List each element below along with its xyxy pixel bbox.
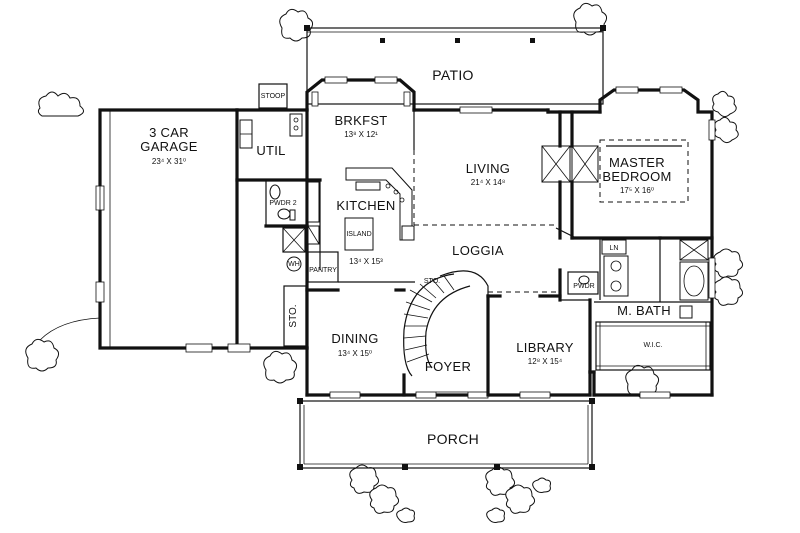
exterior-walls (235, 76, 716, 399)
master-bedroom: MASTER BEDROOM 17⁵ X 16⁰ (570, 139, 714, 240)
pantry-label: PANTRY (309, 267, 337, 274)
loggia-label: LOGGIA (452, 243, 504, 258)
garage-label-line2: GARAGE (140, 139, 197, 154)
side-storage: STO. (283, 285, 307, 347)
brkfst-label: BRKFST (334, 113, 387, 128)
ln-label: LN (610, 245, 619, 252)
patio: PATIO (304, 25, 606, 105)
island-label: ISLAND (346, 231, 371, 238)
powder-room-2: PWDR 2 (264, 180, 309, 228)
stoop-label: STOOP (261, 93, 286, 100)
garage-dimensions: 23⁴ X 31⁰ (152, 157, 186, 166)
living-dimensions: 21⁴ X 14⁸ (471, 178, 505, 187)
living-label: LIVING (466, 161, 510, 176)
breakfast-room: BRKFST 13⁸ X 12¹ (334, 110, 415, 150)
master-bath: LN M. BATH W.I.C. (594, 238, 712, 371)
dining-dimensions: 13⁴ X 15⁰ (338, 349, 372, 358)
kitchen-dimensions: 13⁴ X 15³ (349, 257, 383, 266)
library-label: LIBRARY (516, 340, 574, 355)
water-heater-closet: WH (282, 227, 306, 272)
pwdr-label: PWDR (573, 283, 594, 290)
brkfst-dimensions: 13⁸ X 12¹ (344, 130, 378, 139)
living-room: LIVING 21⁴ X 14⁸ (413, 110, 599, 240)
curved-stairs: STO. (403, 270, 489, 377)
utility-room: UTIL (235, 113, 309, 182)
library: LIBRARY 12⁸ X 15⁴ (486, 294, 592, 397)
patio-label: PATIO (432, 67, 473, 83)
m-bath-label: M. BATH (617, 303, 671, 318)
loggia: LOGGIA (338, 243, 562, 302)
master-label-line2: BEDROOM (602, 169, 671, 184)
landscape-shrubs (25, 2, 744, 523)
porch: PORCH (297, 398, 595, 470)
garage-label-line1: 3 CAR (149, 125, 189, 140)
foyer-label: FOYER (425, 359, 471, 374)
kitchen: ISLAND PANTRY KITCHEN 13⁴ X 15³ (305, 167, 415, 283)
wh-label: WH (288, 261, 300, 268)
master-dimensions: 17⁵ X 16⁰ (620, 186, 654, 195)
sto-stair-label: STO. (424, 278, 440, 285)
util-label: UTIL (256, 143, 285, 158)
kitchen-label: KITCHEN (336, 198, 395, 213)
stoop: STOOP (258, 83, 288, 109)
dining-room: DINING 13⁴ X 15⁰ (305, 288, 406, 397)
wic-label: W.I.C. (643, 342, 662, 349)
pwdr2-label: PWDR 2 (269, 200, 296, 207)
powder-room: PWDR (567, 271, 599, 295)
master-label-line1: MASTER (609, 155, 665, 170)
porch-label: PORCH (427, 431, 479, 447)
garage: 3 CAR GARAGE 23⁴ X 31⁰ (95, 108, 309, 353)
foyer: FOYER (425, 359, 471, 393)
library-dimensions: 12⁸ X 15⁴ (528, 357, 563, 366)
dining-label: DINING (331, 331, 378, 346)
sto-side-label: STO. (288, 304, 299, 327)
